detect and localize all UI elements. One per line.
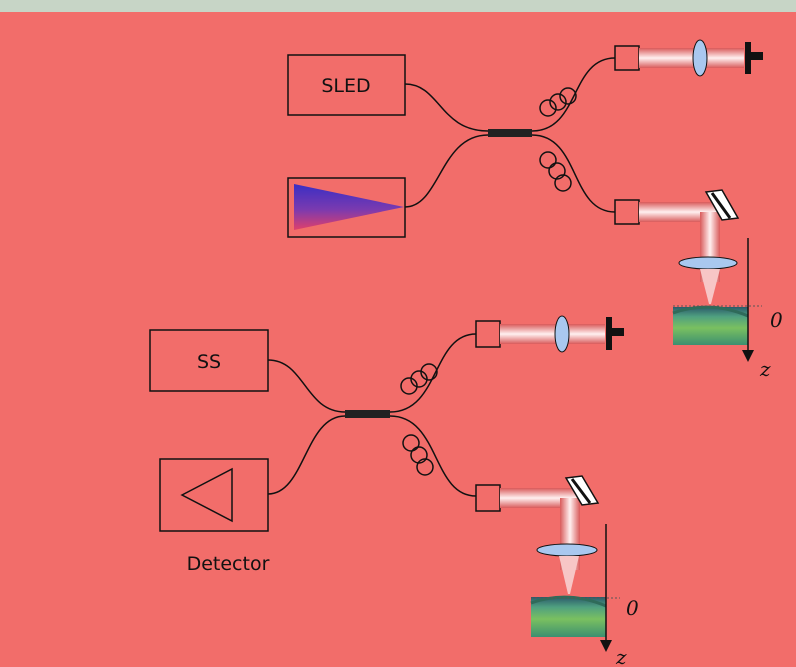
- depth-zero-label-lower: 0: [626, 596, 639, 620]
- ss-label: SS: [197, 351, 221, 373]
- reference-beam: [639, 48, 744, 68]
- polarization-loops-reference-lower: [401, 364, 437, 394]
- fiber-ss: [268, 360, 345, 412]
- reference-mirror-mount-lower: [612, 328, 624, 336]
- reference-mirror: [745, 42, 751, 74]
- depth-z-label-upper: z: [759, 357, 771, 381]
- fiber-sled: [405, 84, 488, 131]
- depth-z-label-lower: z: [615, 645, 627, 667]
- sled-label: SLED: [321, 75, 370, 97]
- detector-symbol: [182, 469, 232, 521]
- detector-caption: Detector: [187, 553, 270, 575]
- objective-lens-upper: [679, 257, 737, 269]
- fiber-spectrometer: [405, 135, 488, 207]
- depth-zero-label-upper: 0: [770, 308, 783, 332]
- fiber-coupler-lower: [345, 410, 390, 418]
- detector-box: [160, 459, 268, 531]
- collimator-sample-lower: [476, 485, 500, 511]
- fiber-sample: [532, 135, 615, 212]
- reference-mirror-mount: [751, 52, 763, 60]
- reference-mirror-lower: [606, 317, 612, 350]
- focused-beam-upper: [700, 269, 720, 304]
- fiber-sample-lower: [390, 416, 476, 496]
- fiber-detector: [268, 416, 345, 494]
- depth-axis-arrow-upper: [742, 350, 754, 362]
- reference-beam-lower: [500, 324, 605, 344]
- collimator-reference: [615, 46, 639, 70]
- collimator-reference-lower: [476, 321, 500, 347]
- focused-beam-lower: [559, 556, 579, 594]
- collimator-sample: [615, 200, 639, 224]
- spectrometer-gradient: [294, 184, 404, 230]
- fiber-reference: [532, 58, 615, 131]
- objective-lens-lower: [537, 544, 597, 556]
- fiber-coupler: [488, 129, 532, 137]
- lower-system: SS Detector: [150, 316, 639, 667]
- lens-reference-lower: [555, 316, 569, 352]
- fiber-reference-lower: [390, 334, 476, 412]
- lens-reference: [693, 40, 707, 76]
- depth-axis-arrow-lower: [600, 640, 612, 652]
- polarization-loops-sample-lower: [403, 435, 433, 475]
